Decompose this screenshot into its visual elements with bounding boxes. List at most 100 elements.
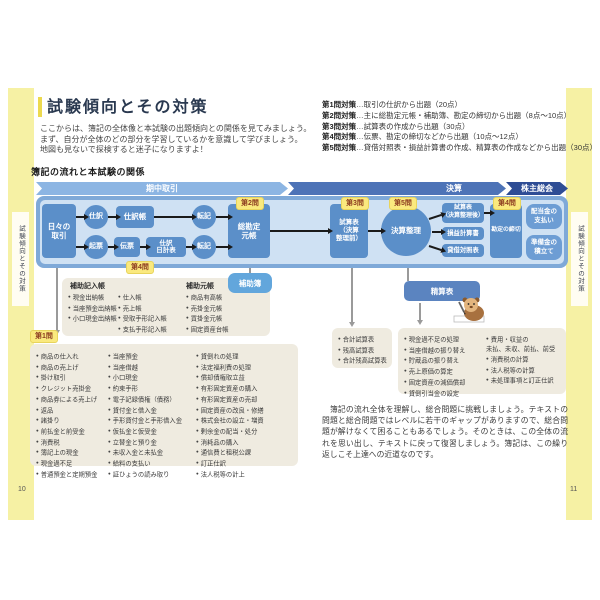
list-item: 訂正仕訳 [196, 458, 264, 469]
strategy-text: …貸借対照表・損益計算書の作成、精算表の作成などから出題（30点） [356, 143, 598, 153]
list-item: 小口現金 [108, 372, 182, 383]
list-item: ここからは、簿記の全体像と本試験の出題傾向との関係を見てみましょう。 [40, 124, 312, 133]
worksheet-box: 精算表 [404, 281, 480, 301]
subsidiary-entry-list-col1: 現金出納帳当座預金出納帳小口現金出納帳 [68, 292, 117, 324]
list-item: 商品の仕入れ [36, 351, 97, 362]
list-item: 商品券による売上げ [36, 394, 97, 405]
badge-q4: 第4問 [493, 197, 521, 210]
flow-arrow [216, 244, 233, 250]
q1-topics-col2: 当座預金当座借越小口現金約束手形電子記録債権（債務）貸付金と借入金手形貸付金と手… [108, 351, 182, 479]
list-item: 固定資産台帳 [186, 324, 229, 335]
flow-arrow [108, 244, 119, 250]
badge-q1: 第1問 [30, 330, 58, 343]
list-item: 法定福利費の処理 [196, 362, 264, 373]
list-item: 支払手形記入帳 [118, 324, 167, 335]
list-item: 仮払金と仮受金 [108, 426, 182, 437]
trial-balance-list: 合計試算表残高試算表合計残高試算表 [338, 334, 387, 366]
subsidiary-ledgers-list: 商品有高帳売掛金元帳買掛金元帳固定資産台帳 [186, 292, 229, 335]
list-item: 現金過不足 [36, 458, 97, 469]
list-item: 前払金と前受金 [36, 426, 97, 437]
strategy-row: 第4問対策…伝票、勘定の締切などから出題（10点〜12点） [322, 132, 597, 143]
subsidiary-entry-list-col2: 仕入帳売上帳受取手形記入帳支払手形記入帳 [118, 292, 167, 335]
adjustments-col2: 費用・収益の 未払、未収、前払、前受消費税の計算法人税等の計算未処理事項と訂正仕… [486, 334, 555, 386]
list-item: 当座預金 [108, 351, 182, 362]
strategy-label: 第3問対策 [322, 121, 357, 131]
list-item: 商品の売上げ [36, 362, 97, 373]
list-item: 消費税の計算 [486, 354, 555, 365]
flow-arrow [186, 244, 197, 250]
node-daily-summary-sheet: 仕訳 日計表 [146, 237, 186, 257]
list-item: 掛け取引 [36, 372, 97, 383]
connector-ledger-to-subsidiary [249, 268, 251, 276]
strategy-text: …主に総勘定元帳・補助簿、勘定の締切から出題（8点〜10点） [356, 110, 572, 120]
strategy-row: 第1問対策…取引の仕訳から出題（20点） [322, 100, 597, 111]
badge-q3: 第3問 [341, 197, 369, 210]
flow-arrow [484, 210, 495, 216]
strategy-label: 第1問対策 [322, 100, 357, 109]
list-item: 通信費と租税公課 [196, 447, 264, 458]
strategy-list: 第1問対策…取引の仕訳から出題（20点） 第2問対策…主に総勘定元帳・補助簿、勘… [322, 100, 597, 154]
strategy-label: 第5問対策 [322, 143, 357, 153]
list-item: 貸倒れの処理 [196, 351, 264, 362]
list-item: 固定資産の改良・修繕 [196, 405, 264, 416]
badge-q2: 第2問 [236, 197, 264, 210]
flow-arrow [368, 228, 386, 234]
flow-arrow [76, 244, 89, 250]
list-item: 合計試算表 [338, 334, 387, 345]
strategy-text: …伝票、勘定の締切などから出題（10点〜12点） [356, 132, 523, 142]
list-item: 貸付金と借入金 [108, 405, 182, 416]
list-item: 立替金と預り金 [108, 437, 182, 448]
list-item: 返品 [36, 405, 97, 416]
list-item: 電子記録債権（債務） [108, 394, 182, 405]
mascot-dog-icon [453, 297, 485, 323]
list-item: 合計残高試算表 [338, 355, 387, 366]
flow-arrow [108, 214, 121, 220]
strategy-text: …取引の仕訳から出題（20点） [356, 100, 463, 109]
list-item: 簿記上の現金 [36, 447, 97, 458]
flow-arrow [76, 214, 89, 220]
list-item: 剰余金の配当・処分 [196, 426, 264, 437]
node-dividend-payment: 配当金の 支払い [526, 204, 562, 229]
list-item: 法人税等の計上 [196, 469, 264, 480]
connector-daily-to-q1 [56, 268, 58, 330]
node-trial-balance-post: 試算表 （決算整理後） [442, 203, 484, 223]
node-general-ledger: 総勘定 元帳 [228, 204, 270, 258]
list-item: 消費税 [36, 437, 97, 448]
list-item: 当座借越の振り替え [404, 345, 466, 356]
page-title: 試験傾向とその対策 [47, 97, 209, 116]
q1-topics-col3: 貸倒れの処理法定福利費の処理償却債権取立益有形固定資産の購入有形固定資産の売却固… [196, 351, 264, 479]
page-number-left: 10 [18, 486, 26, 493]
list-item: 貯蔵品の振り替え [404, 355, 465, 366]
node-account-closing: 勘定の締切 [490, 204, 522, 258]
list-item: 売掛金元帳 [186, 303, 229, 314]
list-item: 未収入金と未払金 [108, 447, 182, 458]
strategy-label: 第2問対策 [322, 110, 357, 120]
page-number-right: 11 [570, 486, 578, 493]
list-item: 法人税等の計算 [486, 365, 555, 376]
node-income-statement: 損益計算書 [442, 227, 484, 240]
connector-arrowhead [416, 320, 423, 325]
band-settlement: 決算 [288, 182, 506, 195]
list-item: 残高試算表 [338, 345, 387, 356]
list-item: 有形固定資産の購入 [196, 383, 264, 394]
list-item: 消耗品の購入 [196, 437, 264, 448]
list-item: 買掛金元帳 [186, 313, 229, 324]
subsidiary-books-box: 補助簿 [228, 273, 272, 293]
connector-trial-to-list [351, 268, 353, 322]
list-item: クレジット売掛金 [36, 383, 97, 394]
subsidiary-ledgers-heading: 補助元帳 [186, 283, 214, 290]
outro-paragraph: 簿記の流れ全体を理解し、総合問題に挑戦しましょう。テキストの問題と総合問題ではレ… [322, 405, 568, 459]
strategy-row: 第5問対策…貸借対照表・損益計算書の作成、精算表の作成などから出題（30点） [322, 143, 597, 154]
list-item: 手形貸付金と手形借入金 [108, 415, 182, 426]
list-item: 費用・収益の 未払、未収、前払、前受 [486, 334, 555, 354]
list-item: 固定資産の減価償却 [404, 377, 466, 388]
strategy-row: 第2問対策…主に総勘定元帳・補助簿、勘定の締切から出題（8点〜10点） [322, 111, 597, 122]
list-item: 未処理事項と訂正仕訳 [486, 375, 555, 386]
list-item: 商品有高帳 [186, 292, 229, 303]
list-item: 給料の支払い [108, 458, 182, 469]
list-item: 仕入帳 [118, 292, 167, 303]
list-item: 小口現金出納帳 [68, 313, 117, 324]
side-tab-left: 試験傾向とその対策 [12, 212, 29, 306]
list-item: 地図も見ないで探検すると迷子になりますよ！ [40, 145, 208, 154]
list-item: 貸倒引当金の設定 [404, 388, 465, 399]
